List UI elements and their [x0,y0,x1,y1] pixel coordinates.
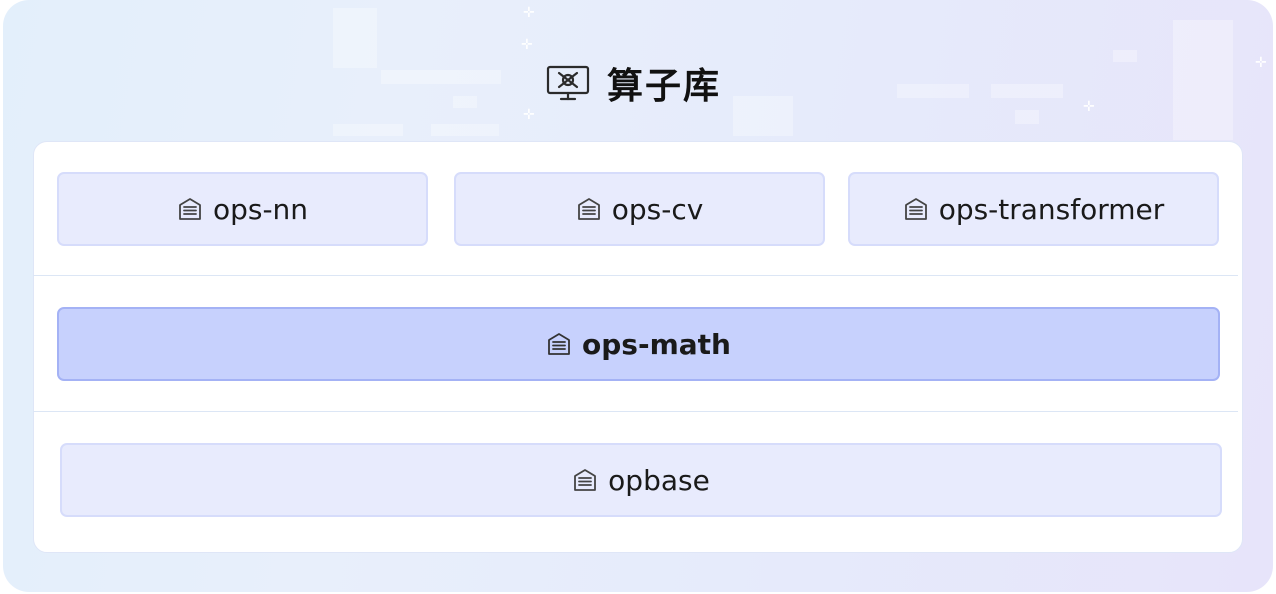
document-stack-icon [548,333,570,355]
module-ops-nn[interactable]: ops-nn [57,172,428,246]
sparkle-icon: ✛ [1083,99,1095,115]
bg-tile [1113,50,1137,62]
diagram-title: 算子库 [545,60,722,107]
bg-tile [333,124,403,136]
document-stack-icon [577,198,600,220]
sparkle-icon: ✛ [523,5,535,21]
module-ops-transformer[interactable]: ops-transformer [848,172,1219,246]
sparkle-icon: ✛ [521,37,533,53]
module-label: ops-math [582,327,731,361]
title-text: 算子库 [607,66,722,107]
module-ops-cv[interactable]: ops-cv [454,172,825,246]
layer-divider [33,411,1238,412]
module-ops-math[interactable]: ops-math [57,307,1220,381]
bg-tile [381,70,501,84]
module-label: ops-transformer [938,192,1165,226]
operator-library-icon [546,65,590,101]
bg-tile [733,96,793,136]
document-stack-icon [574,469,597,491]
bg-tile [1015,110,1039,124]
module-label: ops-cv [611,192,704,226]
bg-tile [431,124,499,136]
sparkle-icon: ✛ [1255,55,1267,71]
document-stack-icon [904,198,927,220]
module-opbase[interactable]: opbase [60,443,1222,517]
bg-tile [1173,20,1233,140]
document-stack-icon [179,198,201,220]
module-label: ops-nn [212,192,309,226]
sparkle-icon: ✛ [523,107,535,123]
layer-divider [33,275,1238,276]
bg-tile [991,84,1063,98]
module-label: opbase [608,463,710,497]
bg-tile [453,96,477,108]
bg-tile [333,8,377,68]
bg-tile [897,84,969,98]
